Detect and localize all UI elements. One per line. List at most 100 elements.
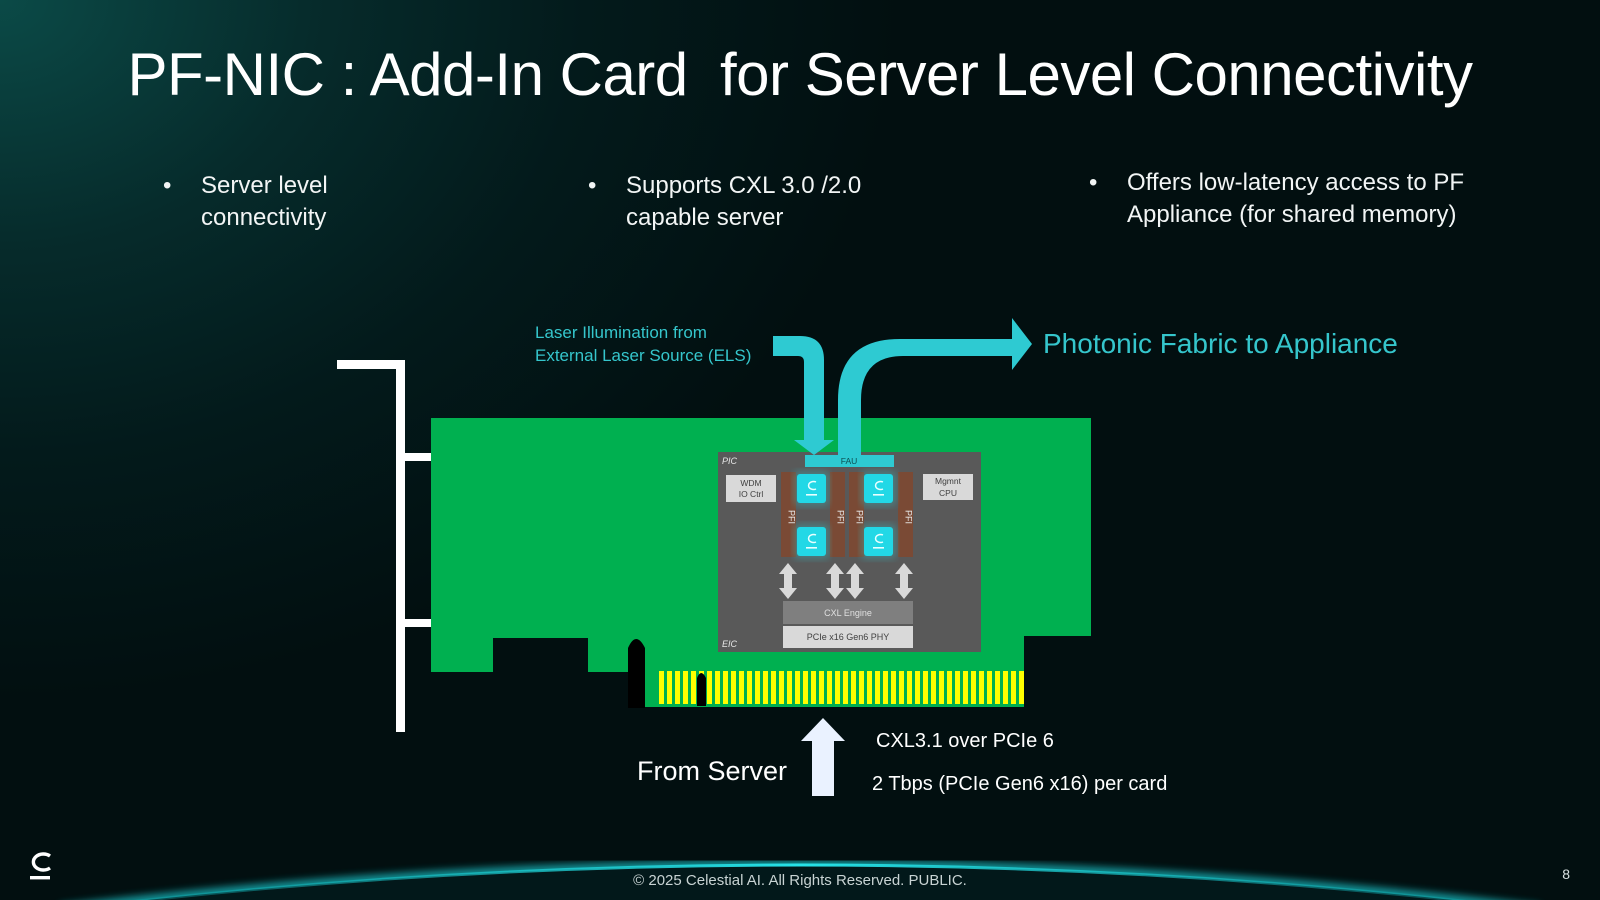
bullet-text-line: Server level xyxy=(201,172,328,199)
card-retention-notch xyxy=(628,639,645,708)
pic-label: PIC xyxy=(722,456,738,466)
celestial-logo-icon xyxy=(873,533,884,549)
bullet-text-line: Supports CXL 3.0 /2.0 xyxy=(626,172,862,199)
spec-bandwidth-label: 2 Tbps (PCIe Gen6 x16) per card xyxy=(872,773,1168,795)
copyright-footer: © 2025 Celestial AI. All Rights Reserved… xyxy=(633,872,967,889)
gold-finger xyxy=(859,671,864,704)
gold-finger xyxy=(731,671,736,704)
pcie-key-slot xyxy=(697,673,706,706)
compute-interconnect-block xyxy=(794,471,829,506)
bidirectional-arrow xyxy=(895,563,913,599)
gold-finger xyxy=(691,671,696,704)
eic-label: EIC xyxy=(722,639,738,649)
gold-finger xyxy=(675,671,680,704)
gold-finger xyxy=(755,671,760,704)
compute-interconnect-block xyxy=(861,524,896,559)
gold-finger xyxy=(883,671,888,704)
gold-finger xyxy=(723,671,728,704)
cxl-engine-block xyxy=(783,601,913,624)
gold-finger xyxy=(795,671,800,704)
bullet-text-line: Offers low-latency access to PF xyxy=(1127,169,1465,196)
gold-finger xyxy=(979,671,984,704)
gold-finger xyxy=(803,671,808,704)
cxl-engine-label: CXL Engine xyxy=(824,608,872,618)
gold-finger xyxy=(867,671,872,704)
bullet-text-line: capable server xyxy=(626,204,784,231)
mgmt-label-line: CPU xyxy=(939,488,957,498)
from-server-arrow xyxy=(801,718,845,796)
gold-finger xyxy=(811,671,816,704)
gold-finger xyxy=(707,671,712,704)
gold-finger xyxy=(1011,671,1016,704)
bullet-dot: • xyxy=(1089,169,1098,196)
pfi-column xyxy=(898,472,913,557)
gold-finger xyxy=(931,671,936,704)
bidirectional-arrow xyxy=(846,563,864,599)
gold-finger xyxy=(971,671,976,704)
gold-finger xyxy=(827,671,832,704)
gold-finger xyxy=(987,671,992,704)
laser-label-line: Laser Illumination from xyxy=(535,323,707,342)
gold-finger xyxy=(787,671,792,704)
gold-finger xyxy=(667,671,672,704)
gold-finger xyxy=(955,671,960,704)
gold-finger xyxy=(907,671,912,704)
laser-label-line: External Laser Source (ELS) xyxy=(535,346,752,365)
mgmt-cpu-block xyxy=(923,474,973,500)
gold-finger xyxy=(715,671,720,704)
wdm-label-line: WDM xyxy=(740,478,761,488)
page-number: 8 xyxy=(1562,866,1570,882)
fau-label: FAU xyxy=(841,456,858,466)
pcie-phy-label: PCIe x16 Gen6 PHY xyxy=(807,632,890,642)
gold-finger xyxy=(771,671,776,704)
bullet-item-server-level: • Server level connectivity xyxy=(163,170,328,234)
photonic-fabric-label: Photonic Fabric to Appliance xyxy=(1043,328,1398,359)
gold-finger xyxy=(939,671,944,704)
pcie-bracket xyxy=(337,360,433,732)
celestial-logo-icon xyxy=(806,480,817,496)
gold-finger xyxy=(747,671,752,704)
gold-finger xyxy=(923,671,928,704)
compute-interconnect-block xyxy=(794,524,829,559)
photonic-fabric-output-arrow xyxy=(838,318,1032,455)
pcie-phy-block xyxy=(783,626,913,648)
gold-finger xyxy=(659,671,664,704)
gold-finger xyxy=(683,671,688,704)
bullet-dot: • xyxy=(163,172,172,199)
gold-finger xyxy=(763,671,768,704)
pfi-label: PFI xyxy=(855,510,865,524)
wdm-io-ctrl-block xyxy=(726,475,776,502)
gold-finger xyxy=(963,671,968,704)
pfi-column xyxy=(781,472,796,557)
gold-finger xyxy=(835,671,840,704)
gold-finger xyxy=(779,671,784,704)
gold-finger xyxy=(851,671,856,704)
fau-block xyxy=(805,455,894,467)
gold-finger xyxy=(819,671,824,704)
celestial-logo-icon xyxy=(806,533,817,549)
bidirectional-arrow xyxy=(779,563,797,599)
gold-finger xyxy=(947,671,952,704)
bidirectional-arrow xyxy=(826,563,844,599)
celestial-logo-icon xyxy=(873,480,884,496)
bullet-dot: • xyxy=(588,172,597,199)
gold-finger xyxy=(891,671,896,704)
laser-input-arrow xyxy=(773,336,834,455)
gold-finger xyxy=(875,671,880,704)
pfi-column xyxy=(849,472,864,557)
spec-cxl-label: CXL3.1 over PCIe 6 xyxy=(876,730,1054,752)
bullet-text-line: connectivity xyxy=(201,204,327,231)
gold-finger xyxy=(995,671,1000,704)
gold-finger xyxy=(843,671,848,704)
gold-finger xyxy=(1019,671,1024,704)
bullet-item-cxl-support: • Supports CXL 3.0 /2.0 capable server xyxy=(588,170,862,234)
gold-finger xyxy=(915,671,920,704)
compute-interconnect-block xyxy=(861,471,896,506)
gold-finger xyxy=(739,671,744,704)
pfi-label: PFI xyxy=(836,510,846,524)
wdm-label-line: IO Ctrl xyxy=(739,489,764,499)
pfi-label: PFI xyxy=(904,510,914,524)
pfi-label: PFI xyxy=(787,510,797,524)
